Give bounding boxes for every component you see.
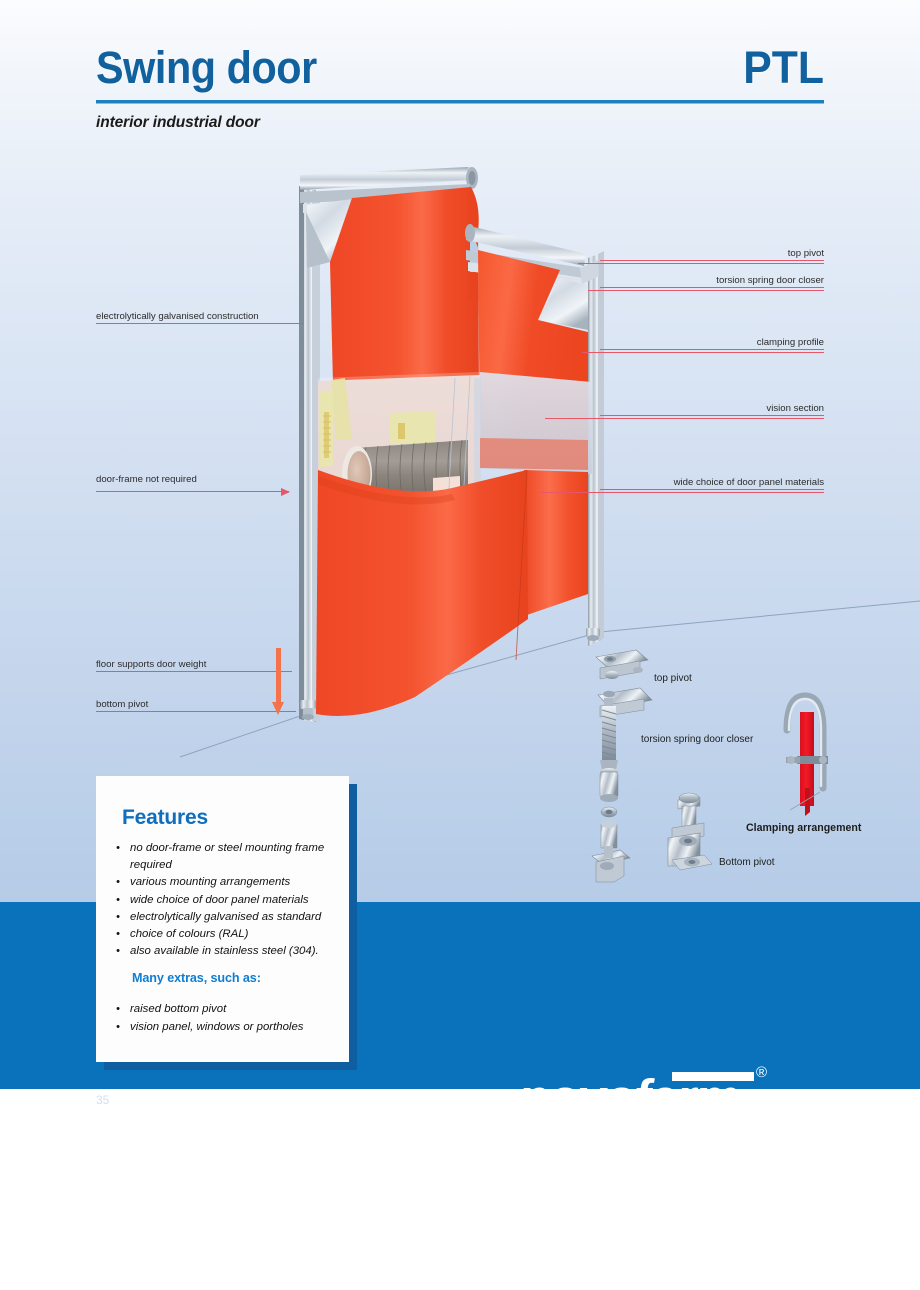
bullet-icon: • <box>116 893 120 906</box>
features-title: Features <box>122 806 208 829</box>
hardware-clamping-arrangement <box>783 692 828 816</box>
callout-leader-top-pivot <box>578 263 824 264</box>
page-subtitle: interior industrial door <box>96 114 260 131</box>
list-item: • various mounting arrangements <box>106 874 346 891</box>
hardware-label-top-pivot: top pivot <box>654 673 692 684</box>
callout-label: top pivot <box>787 248 824 259</box>
feature-text: also available in stainless steel (304). <box>130 945 319 958</box>
callout-rule <box>96 323 304 324</box>
callout-bottom-pivot: bottom pivot <box>96 699 296 712</box>
callout-torsion-spring-door-closer: torsion spring door closer <box>600 275 824 288</box>
callout-label: clamping profile <box>756 337 824 348</box>
callout-door-frame-not-required: door-frame not required <box>96 474 292 486</box>
bottom-pivot-assembly <box>300 700 316 720</box>
hardware-torsion-spring-closer <box>591 687 653 883</box>
registered-trademark-icon: ® <box>756 1064 768 1081</box>
callout-leader-panel-materials <box>540 492 824 493</box>
drive-cone-right <box>538 278 588 330</box>
bullet-icon: • <box>116 945 120 958</box>
callout-rule <box>600 260 824 261</box>
bullet-icon: • <box>116 1020 120 1033</box>
callout-label: door-frame not required <box>96 474 197 485</box>
hardware-label-bottom-pivot: Bottom pivot <box>719 857 775 868</box>
feature-text: various mounting arrangements <box>130 876 291 889</box>
bullet-icon: • <box>116 842 120 854</box>
callout-floor-supports-door-weight: floor supports door weight <box>96 659 292 672</box>
callout-rule <box>600 415 824 416</box>
hardware-label-clamping-arrangement: Clamping arrangement <box>746 822 862 834</box>
callout-label: vision section <box>766 403 824 414</box>
bottom-pivot-assembly-right <box>586 628 600 641</box>
list-item: • choice of colours (RAL) <box>106 926 346 943</box>
list-item: • raised bottom pivot <box>106 1001 346 1018</box>
callout-label: torsion spring door closer <box>716 275 824 286</box>
feature-text: no door-frame or steel mounting frame re… <box>130 842 325 872</box>
list-item: • no door-frame or steel mounting frame … <box>106 840 346 874</box>
list-item: • vision panel, windows or portholes <box>106 1019 346 1036</box>
novoferm-logo: novoferm ® <box>404 1046 866 1148</box>
logo-bar-bottom <box>520 1114 630 1123</box>
callout-label: electrolytically galvanised construction <box>96 311 259 322</box>
callout-electrolytically-galvanised: electrolytically galvanised construction <box>96 311 304 324</box>
callout-rule <box>600 489 824 490</box>
feature-text: electrolytically galvanised as standard <box>130 910 322 923</box>
door-leaf-front-lower <box>524 470 588 616</box>
features-box: Features • no door-frame or steel mounti… <box>96 776 349 1062</box>
features-list: • no door-frame or steel mounting frame … <box>106 840 346 1036</box>
page-bottom-white <box>0 1089 920 1290</box>
callout-clamping-profile: clamping profile <box>600 337 824 350</box>
hardware-bottom-pivot <box>667 792 713 871</box>
callout-leader-vision <box>545 418 824 419</box>
logo-bar-top <box>672 1072 754 1081</box>
list-item: • electrolytically galvanised as standar… <box>106 909 346 926</box>
page-number: 35 <box>96 1093 110 1107</box>
callout-vision-section: vision section <box>600 403 824 416</box>
callout-top-pivot: top pivot <box>600 248 824 261</box>
callout-label: wide choice of door panel materials <box>673 477 824 488</box>
bullet-icon: • <box>116 928 120 941</box>
callout-arrow-door-frame <box>96 487 290 496</box>
top-header-beam <box>300 166 478 213</box>
hardware-top-pivot <box>595 649 649 680</box>
callout-rule <box>600 287 824 288</box>
header-rule-shadow <box>96 103 824 104</box>
bullet-icon: • <box>116 876 120 889</box>
features-extras-list: • raised bottom pivot • vision panel, wi… <box>106 1001 346 1035</box>
hardware-label-torsion-spring: torsion spring door closer <box>641 734 754 745</box>
door-leaf-rear-lower <box>316 470 528 716</box>
page-title: Swing door <box>96 42 317 93</box>
door-leaf-rear <box>330 187 479 390</box>
callout-label: floor supports door weight <box>96 659 207 670</box>
product-code: PTL <box>743 42 824 93</box>
feature-text: vision panel, windows or portholes <box>130 1020 304 1033</box>
logo-wordmark: novoferm <box>517 1068 740 1126</box>
feature-text: wide choice of door panel materials <box>130 893 309 906</box>
list-item: • wide choice of door panel materials <box>106 892 346 909</box>
bullet-icon: • <box>116 910 120 923</box>
list-item: • also available in stainless steel (304… <box>106 943 346 960</box>
callout-arrow-floor-weight <box>272 648 284 715</box>
callout-rule <box>96 711 296 712</box>
features-extras-title: Many extras, such as: <box>132 971 261 986</box>
header-rule <box>96 100 824 103</box>
callout-rule <box>600 349 824 350</box>
feature-text: choice of colours (RAL) <box>130 928 249 941</box>
callout-leader-clamping <box>582 352 824 353</box>
feature-text: raised bottom pivot <box>130 1003 227 1016</box>
bullet-icon: • <box>116 1003 120 1016</box>
callout-door-panel-materials: wide choice of door panel materials <box>600 477 824 490</box>
callout-rule <box>96 671 292 672</box>
callout-leader-torsion <box>588 290 824 291</box>
callout-label: bottom pivot <box>96 699 149 710</box>
door-frame-right <box>588 251 604 646</box>
